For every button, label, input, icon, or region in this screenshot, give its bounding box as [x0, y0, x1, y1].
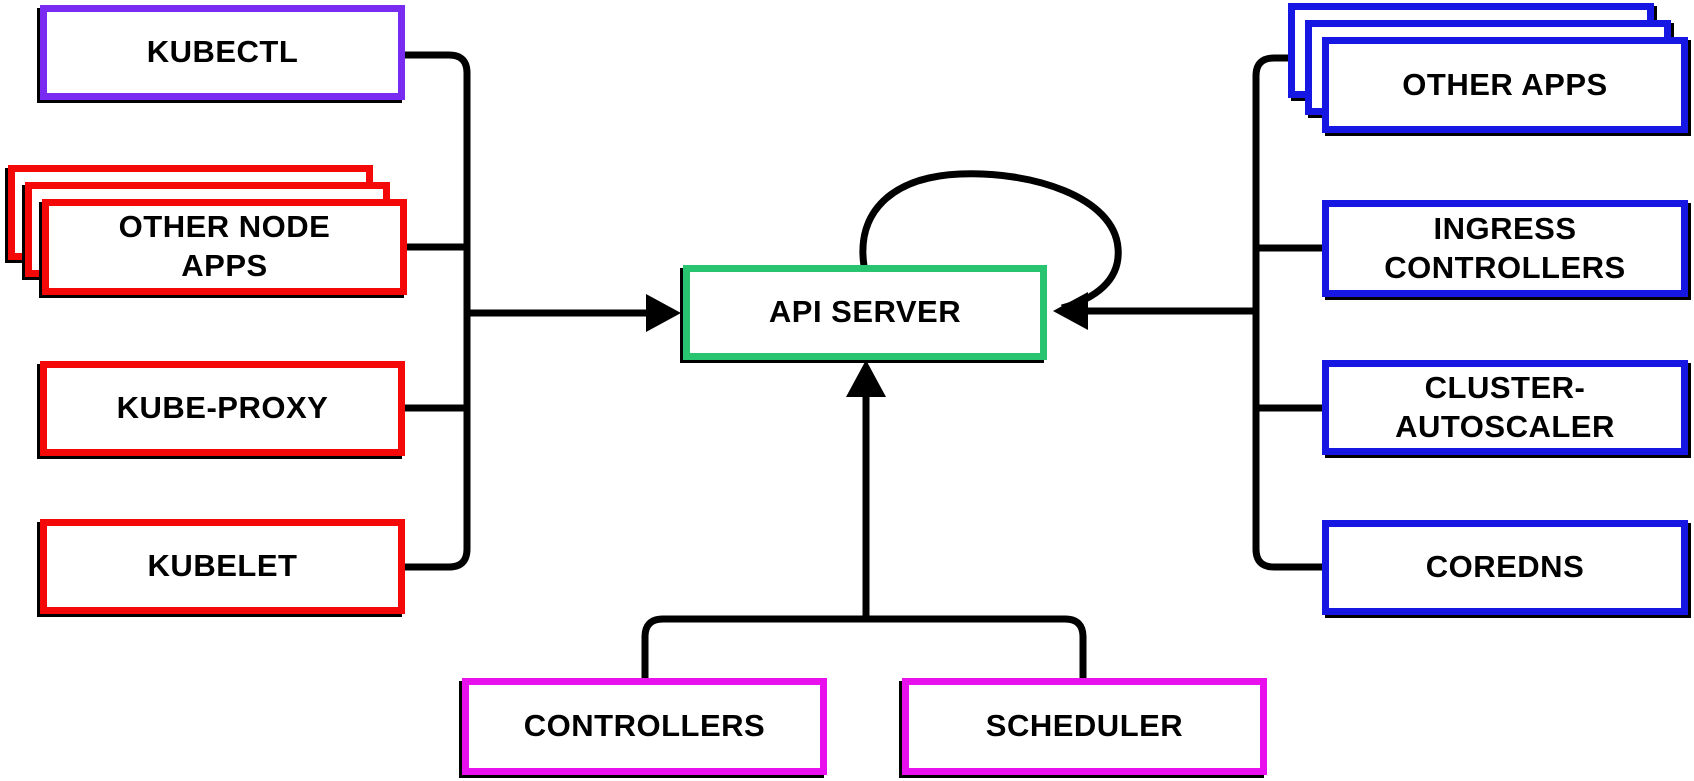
api-server-self-loop-line — [859, 170, 1122, 312]
node-scheduler-label: SCHEDULER — [985, 708, 1184, 744]
bottom-branch-line — [641, 615, 1087, 679]
left-trunk-line — [403, 51, 471, 571]
node-api-server: API SERVER — [683, 265, 1047, 360]
node-api-server-label: API SERVER — [768, 294, 962, 330]
node-ingress-controllers: INGRESS CONTROLLERS — [1322, 200, 1688, 297]
node-kubelet-label: KUBELET — [147, 548, 298, 584]
node-kubectl: KUBECTL — [40, 5, 405, 100]
node-cluster-autoscaler: CLUSTER- AUTOSCALER — [1322, 360, 1688, 455]
node-controllers-label: CONTROLLERS — [523, 708, 766, 744]
node-controllers: CONTROLLERS — [462, 678, 827, 775]
right-trunk-line — [1252, 54, 1324, 571]
arrowhead-into-api-bottom — [846, 360, 886, 397]
arrowhead-into-api-right — [1053, 292, 1088, 330]
node-kubelet: KUBELET — [40, 519, 405, 614]
node-other-node-apps: OTHER NODE APPS — [42, 199, 407, 295]
arrowhead-into-api-left — [646, 294, 681, 332]
node-scheduler: SCHEDULER — [902, 678, 1267, 775]
node-other-apps: OTHER APPS — [1322, 37, 1688, 133]
node-cluster-autoscaler-label: CLUSTER- AUTOSCALER — [1395, 369, 1615, 444]
node-kubectl-label: KUBECTL — [146, 34, 299, 70]
node-kube-proxy: KUBE-PROXY — [40, 361, 405, 456]
node-coredns-label: COREDNS — [1425, 549, 1585, 585]
node-kube-proxy-label: KUBE-PROXY — [116, 390, 329, 426]
node-other-apps-label: OTHER APPS — [1402, 66, 1608, 102]
node-ingress-controllers-label: INGRESS CONTROLLERS — [1384, 210, 1626, 285]
node-other-node-apps-label: OTHER NODE APPS — [118, 209, 331, 283]
node-coredns: COREDNS — [1322, 520, 1688, 615]
